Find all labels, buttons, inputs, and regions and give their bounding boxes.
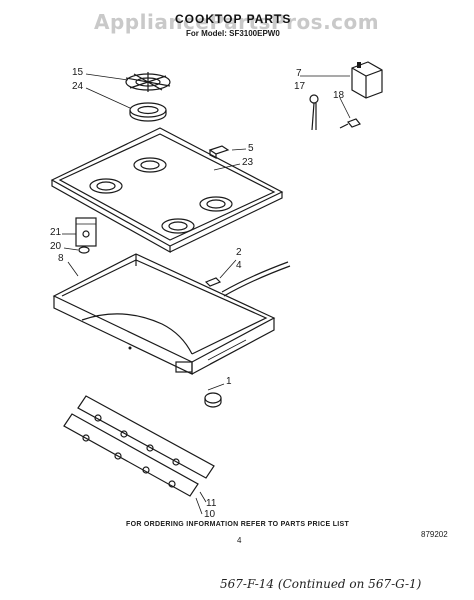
callout-20: 20 (50, 241, 62, 252)
bracket-assembly (62, 217, 97, 254)
callout-7: 7 (296, 68, 302, 79)
callout-21: 21 (50, 227, 62, 238)
callout-11: 11 (206, 498, 217, 509)
control-knob (204, 383, 225, 408)
callout-24: 24 (72, 81, 84, 92)
callout-4: 4 (236, 260, 242, 271)
callout-23: 23 (242, 157, 254, 168)
burner-ring (129, 102, 167, 122)
callout-1: 1 (226, 376, 232, 387)
callout-15: 15 (72, 67, 84, 78)
reference-number: 879202 (421, 530, 448, 539)
callout-2: 2 (236, 247, 242, 258)
callout-17: 17 (294, 81, 306, 92)
callout-8: 8 (58, 253, 64, 264)
handwritten-note: 567-F-14 (Continued on 567-G-1) (220, 577, 422, 591)
burner-box (52, 253, 276, 375)
switch-assembly (300, 61, 383, 99)
callout-10: 10 (204, 509, 216, 520)
cooktop-panel (50, 127, 284, 254)
clip-part (208, 145, 230, 159)
callout-18: 18 (333, 90, 345, 101)
watermark: AppliancePartsPros.com (94, 10, 380, 34)
page-number: 4 (237, 536, 242, 545)
ordering-info-text: FOR ORDERING INFORMATION REFER TO PARTS … (126, 521, 350, 528)
model-label: For Model: SF3100EPW0 (186, 29, 280, 38)
burner-grate (125, 72, 171, 92)
control-panel (63, 395, 215, 515)
page-title: COOKTOP PARTS (175, 12, 292, 26)
igniter-wire (204, 259, 291, 297)
callout-5: 5 (248, 143, 254, 154)
wire-harness (309, 94, 361, 131)
